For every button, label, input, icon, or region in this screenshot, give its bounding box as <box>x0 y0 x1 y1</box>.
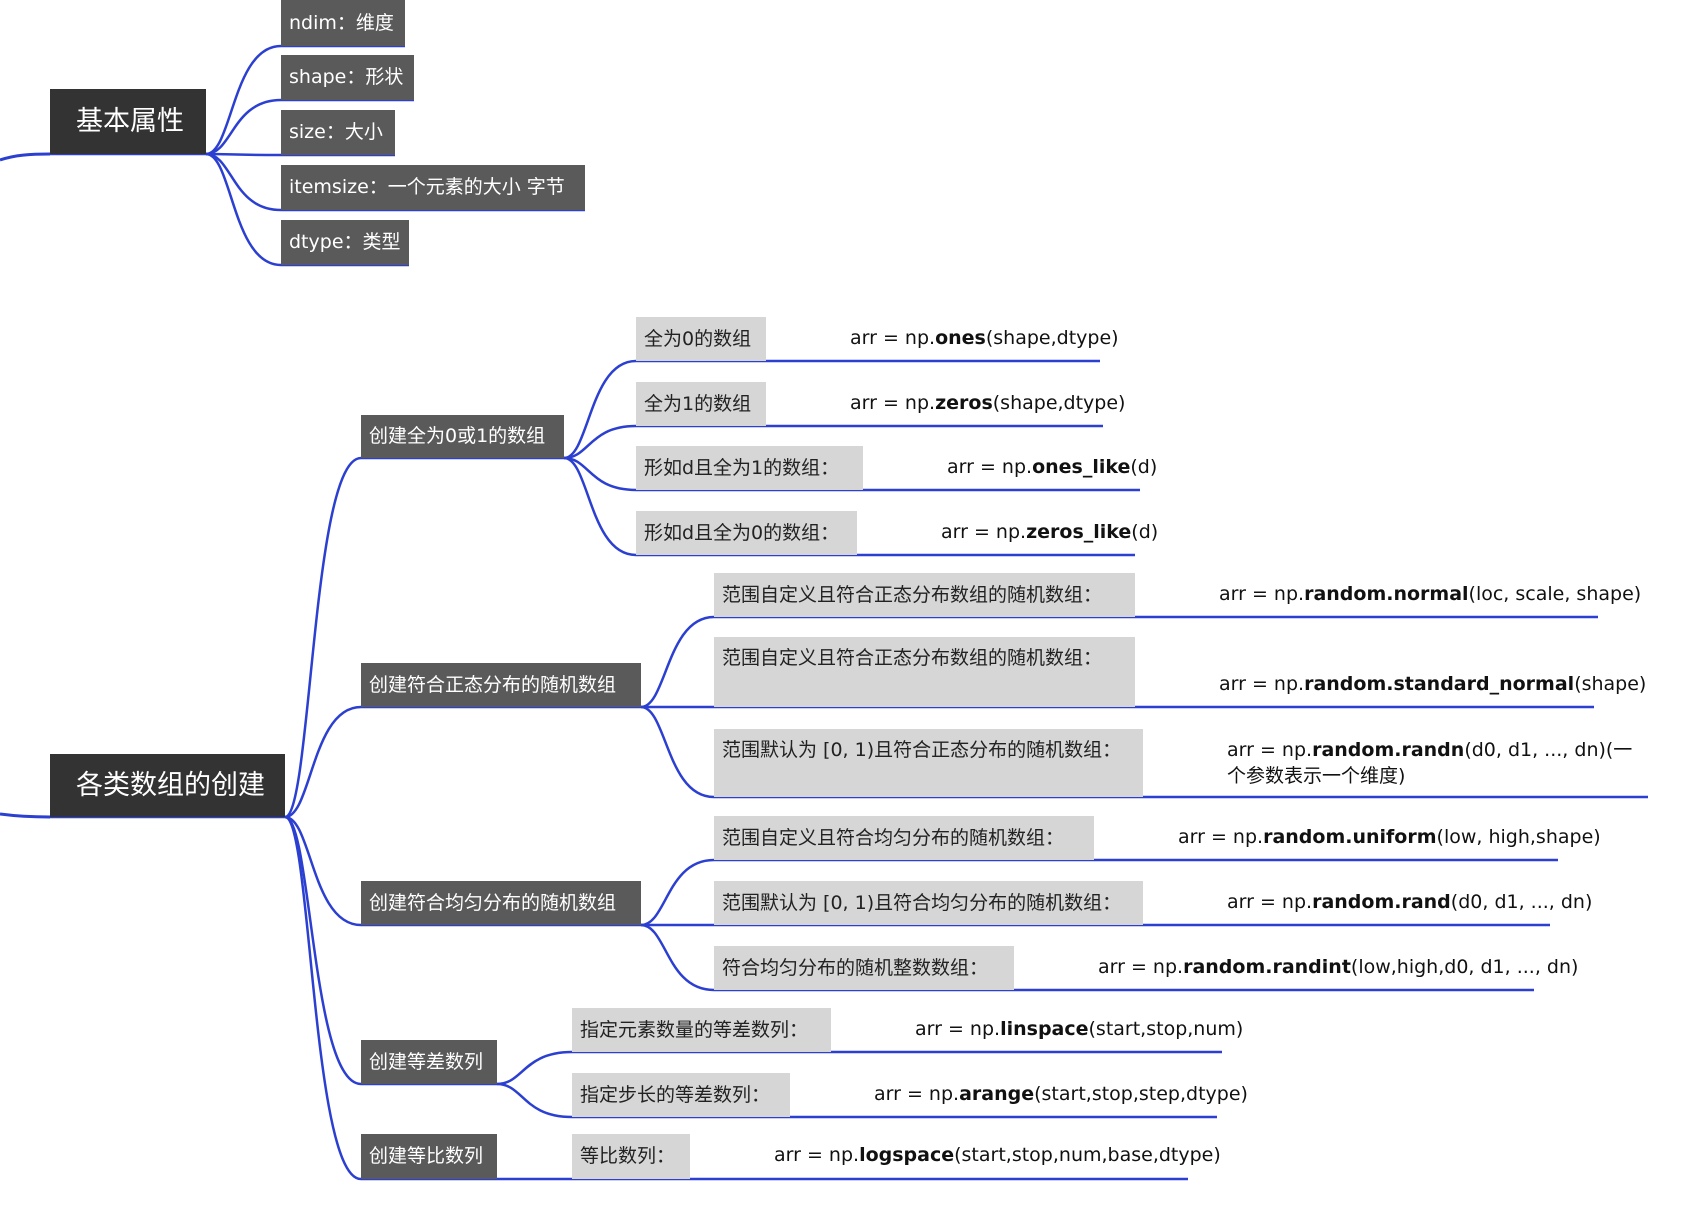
code-args: (d0, d1, ..., dn) <box>1450 891 1593 913</box>
attribute-dtype[interactable]: dtype：类型 <box>281 220 409 265</box>
code-arange: arr = np.arange(start,stop,step,dtype) <box>874 1081 1248 1107</box>
code-args: (low, high,shape) <box>1436 826 1601 848</box>
connector-attr-0 <box>205 44 282 156</box>
root1-stub <box>0 152 51 162</box>
code-random-rand: arr = np.random.rand(d0, d1, ..., dn) <box>1227 889 1592 915</box>
code-prefix: arr = np. <box>1227 891 1313 913</box>
code-args: (shape,dtype) <box>992 392 1126 414</box>
code-args: (d) <box>1130 456 1158 478</box>
code-function: ones_like <box>1032 456 1131 478</box>
code-all-ones: arr = np.zeros(shape,dtype) <box>850 390 1125 416</box>
item-all-ones[interactable]: 全为1的数组 <box>636 382 766 426</box>
root-node-array-creation[interactable]: 各类数组的创建 <box>50 754 285 817</box>
item-logspace[interactable]: 等比数列： <box>572 1134 690 1179</box>
connector-item-3-1 <box>496 1082 573 1119</box>
code-prefix: arr = np. <box>774 1144 860 1166</box>
code-function: random.randint <box>1183 956 1351 978</box>
connector-branch-1 <box>284 705 362 819</box>
code-random-randint: arr = np.random.randint(low,high,d0, d1,… <box>1098 954 1578 980</box>
code-prefix: arr = np. <box>850 327 936 349</box>
item-uniform-custom[interactable]: 范围自定义且符合均匀分布的随机数组： <box>714 816 1094 860</box>
code-function: ones <box>935 327 986 349</box>
code-args: (d) <box>1131 521 1159 543</box>
code-prefix: arr = np. <box>1178 826 1264 848</box>
code-prefix: arr = np. <box>947 456 1033 478</box>
code-ones-like: arr = np.ones_like(d) <box>947 454 1157 480</box>
root-node-basic-attributes[interactable]: 基本属性 <box>50 89 206 154</box>
code-function: random.uniform <box>1263 826 1437 848</box>
code-function: random.standard_normal <box>1304 673 1575 695</box>
code-args: (shape) <box>1574 673 1647 695</box>
branch-zeros-ones[interactable]: 创建全为0或1的数组 <box>361 415 564 458</box>
item-randn[interactable]: 范围默认为 [0, 1)且符合正态分布的随机数组： <box>714 729 1143 797</box>
code-prefix: arr = np. <box>1098 956 1184 978</box>
attribute-shape[interactable]: shape：形状 <box>281 55 414 100</box>
code-linspace: arr = np.linspace(start,stop,num) <box>915 1016 1243 1042</box>
code-random-uniform: arr = np.random.uniform(low, high,shape) <box>1178 824 1601 850</box>
item-zeros-like[interactable]: 形如d且全为0的数组： <box>636 511 857 555</box>
code-prefix: arr = np. <box>1227 739 1313 761</box>
connector-item-0-2 <box>563 456 637 492</box>
code-random-normal: arr = np.random.normal(loc, scale, shape… <box>1219 581 1641 607</box>
connector-item-2-2 <box>640 923 715 992</box>
connector-item-0-1 <box>563 424 637 460</box>
connector-branch-4 <box>284 815 362 1181</box>
code-prefix: arr = np. <box>941 521 1027 543</box>
connector-attr-2 <box>205 152 282 157</box>
connector-item-1-2 <box>640 705 715 799</box>
connector-item-2-0 <box>640 858 715 927</box>
connector-branch-2 <box>284 815 362 927</box>
code-args: (d0, d1, ..., dn)(一个参数表示一个维度) <box>1227 739 1633 787</box>
item-all-zeros[interactable]: 全为0的数组 <box>636 317 766 361</box>
code-function: random.rand <box>1312 891 1451 913</box>
code-prefix: arr = np. <box>874 1083 960 1105</box>
connector-branch-0 <box>284 456 362 819</box>
connector-attr-1 <box>205 98 282 156</box>
code-function: arange <box>959 1083 1035 1105</box>
item-standard-normal[interactable]: 范围自定义且符合正态分布数组的随机数组： <box>714 637 1135 707</box>
connector-attr-4 <box>205 152 282 267</box>
branch-arithmetic-sequence[interactable]: 创建等差数列 <box>361 1040 497 1084</box>
branch-normal-distribution[interactable]: 创建符合正态分布的随机数组 <box>361 663 641 707</box>
item-ones-like[interactable]: 形如d且全为1的数组： <box>636 446 863 490</box>
code-zeros-like: arr = np.zeros_like(d) <box>941 519 1158 545</box>
item-linspace[interactable]: 指定元素数量的等差数列： <box>572 1008 831 1052</box>
item-randint[interactable]: 符合均匀分布的随机整数数组： <box>714 946 1014 990</box>
item-normal-custom[interactable]: 范围自定义且符合正态分布数组的随机数组： <box>714 573 1135 617</box>
code-args: (start,stop,num,base,dtype) <box>954 1144 1221 1166</box>
item-arange[interactable]: 指定步长的等差数列： <box>572 1073 790 1117</box>
code-prefix: arr = np. <box>850 392 936 414</box>
item-uniform-default[interactable]: 范围默认为 [0, 1)且符合均匀分布的随机数组： <box>714 881 1143 925</box>
code-prefix: arr = np. <box>915 1018 1001 1040</box>
code-function: linspace <box>1000 1018 1089 1040</box>
connector-item-3-0 <box>496 1050 573 1086</box>
code-function: random.randn <box>1312 739 1465 761</box>
code-random-standard-normal: arr = np.random.standard_normal(shape) <box>1219 671 1646 697</box>
branch-geometric-sequence[interactable]: 创建等比数列 <box>361 1134 497 1179</box>
connector-branch-3 <box>284 815 362 1086</box>
attribute-size[interactable]: size：大小 <box>281 110 395 155</box>
code-prefix: arr = np. <box>1219 583 1305 605</box>
code-args: (start,stop,step,dtype) <box>1034 1083 1248 1105</box>
code-all-zeros: arr = np.ones(shape,dtype) <box>850 325 1119 351</box>
attribute-ndim[interactable]: ndim：维度 <box>281 0 405 46</box>
code-args: (loc, scale, shape) <box>1468 583 1642 605</box>
code-args: (shape,dtype) <box>985 327 1119 349</box>
code-function: zeros_like <box>1026 521 1132 543</box>
code-logspace: arr = np.logspace(start,stop,num,base,dt… <box>774 1142 1221 1168</box>
attribute-itemsize[interactable]: itemsize：一个元素的大小 字节 <box>281 165 585 210</box>
code-function: zeros <box>935 392 993 414</box>
connector-item-0-0 <box>563 359 637 460</box>
connector-item-0-3 <box>563 456 637 557</box>
root2-stub <box>0 812 51 819</box>
code-prefix: arr = np. <box>1219 673 1305 695</box>
code-function: random.normal <box>1304 583 1469 605</box>
code-random-randn: arr = np.random.randn(d0, d1, ..., dn)(一… <box>1227 737 1642 789</box>
code-args: (start,stop,num) <box>1088 1018 1244 1040</box>
code-args: (low,high,d0, d1, ..., dn) <box>1350 956 1579 978</box>
code-function: logspace <box>859 1144 955 1166</box>
connector-item-1-0 <box>640 615 715 709</box>
branch-uniform-distribution[interactable]: 创建符合均匀分布的随机数组 <box>361 881 641 925</box>
